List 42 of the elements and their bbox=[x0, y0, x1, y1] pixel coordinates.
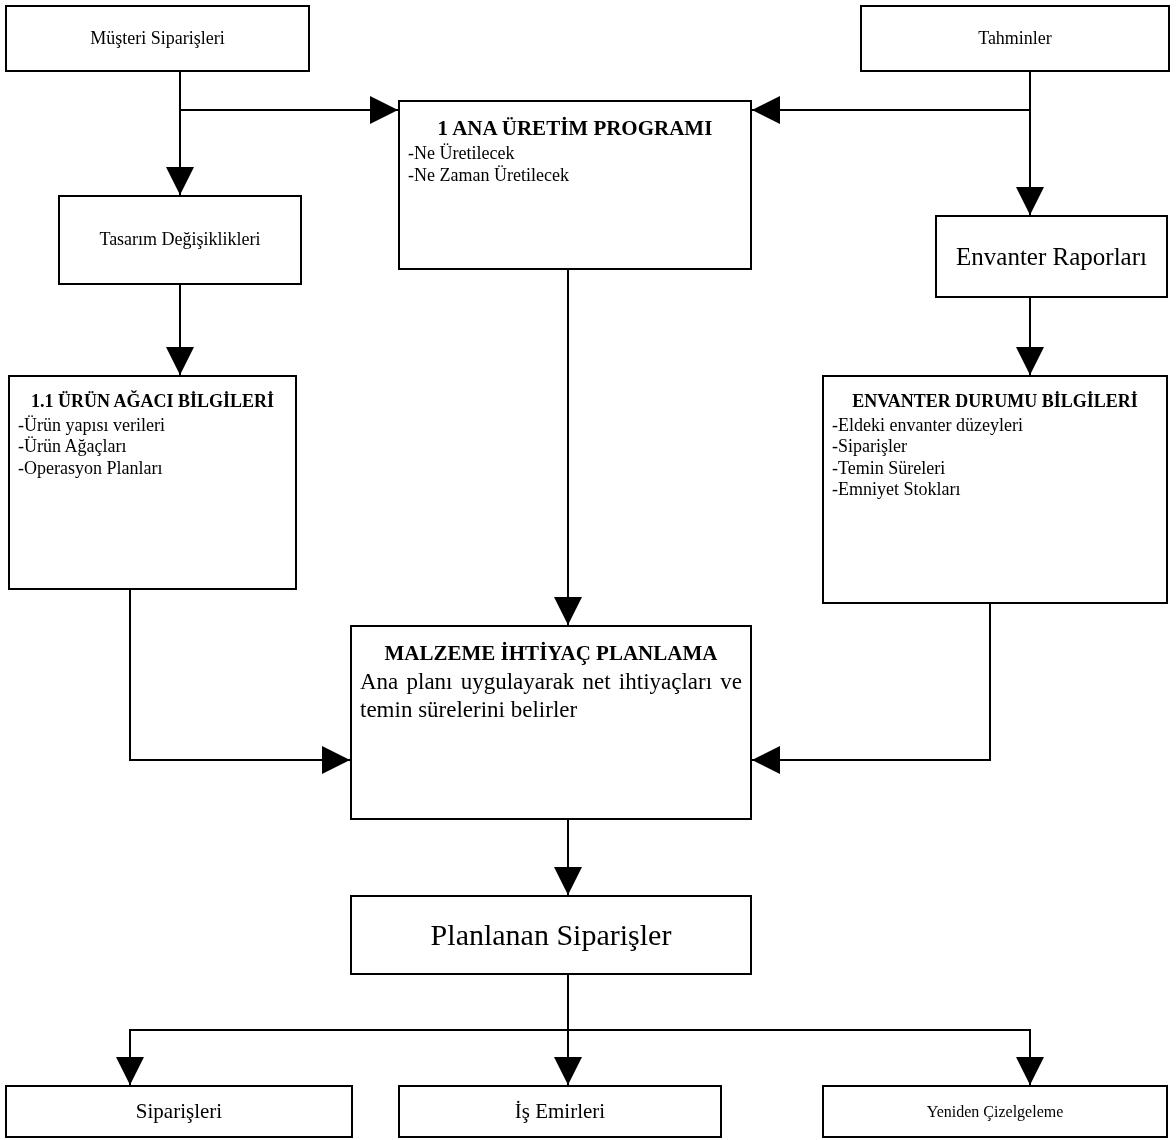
process-box bbox=[5, 1085, 353, 1138]
process-box bbox=[822, 375, 1168, 604]
box-text: Planlanan Siparişler bbox=[429, 917, 673, 953]
box-text: -Ürün yapısı verileri bbox=[18, 414, 166, 436]
box-heading: ENVANTER DURUMU BİLGİLERİ bbox=[851, 391, 1139, 413]
arrow bbox=[1016, 71, 1044, 216]
box-heading: 1.1 ÜRÜN AĞACI BİLGİLERİ bbox=[29, 391, 275, 413]
box-heading: 1 ANA ÜRETİM PROGRAMI bbox=[436, 116, 714, 142]
process-box bbox=[58, 195, 302, 285]
arrow bbox=[166, 284, 194, 376]
process-box bbox=[860, 5, 1170, 72]
arrow bbox=[1016, 297, 1044, 376]
box-text: -Siparişler bbox=[832, 436, 908, 458]
box-text: -Ne Zaman Üretilecek bbox=[408, 164, 570, 187]
box-text: -Emniyet Stokları bbox=[832, 479, 962, 501]
box-text: Müşteri Siparişleri bbox=[89, 27, 226, 50]
process-box bbox=[350, 895, 752, 975]
box-text: Ana planı uygulayarak net ihtiyaçları ve temin sürelerini belirler bbox=[360, 668, 742, 724]
process-box bbox=[822, 1085, 1168, 1138]
box-text: Yeniden Çizelgeleme bbox=[925, 1101, 1065, 1122]
box-text: Tahminler bbox=[977, 27, 1053, 50]
arrow bbox=[166, 71, 194, 196]
process-box bbox=[935, 215, 1168, 298]
process-box bbox=[398, 100, 752, 270]
box-text: İş Emirleri bbox=[513, 1098, 607, 1125]
arrow bbox=[129, 589, 351, 774]
box-heading: MALZEME İHTİYAÇ PLANLAMA bbox=[383, 641, 719, 667]
process-box bbox=[350, 625, 752, 820]
box-text: -Operasyon Planları bbox=[18, 457, 164, 480]
box-text: -Ne Üretilecek bbox=[408, 143, 516, 165]
process-box bbox=[5, 5, 310, 72]
box-text: Envanter Raporları bbox=[955, 241, 1148, 272]
box-text: -Ürün Ağaçları bbox=[18, 436, 128, 458]
process-box bbox=[8, 375, 297, 590]
box-text: -Eldeki envanter düzeyleri bbox=[832, 414, 1024, 437]
arrow bbox=[554, 819, 582, 896]
box-text: -Temin Süreleri bbox=[832, 457, 947, 480]
arrow bbox=[554, 269, 582, 626]
box-text: Siparişleri bbox=[134, 1098, 224, 1125]
process-box bbox=[398, 1085, 722, 1138]
arrow bbox=[751, 603, 991, 774]
box-text: Tasarım Değişiklikleri bbox=[98, 229, 262, 251]
